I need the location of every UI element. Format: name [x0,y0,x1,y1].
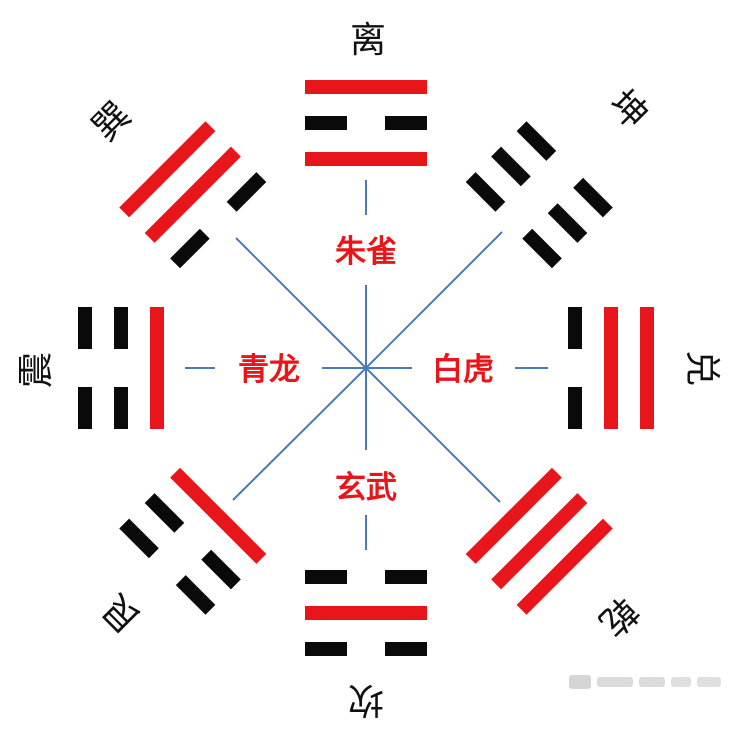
trigram-xun-line-2-yin-0 [170,228,210,269]
trigram-zhen [72,301,170,435]
trigram-qian-line-2-yang [465,467,562,564]
axis-diagonal-ul [235,237,367,369]
trigram-kan-line-2-yin-0 [385,570,427,584]
trigram-li-line-1-yin-0 [305,116,347,130]
trigram-qian-line-1-yang [491,493,588,590]
trigram-li [299,74,433,172]
trigram-label-qian: 乾 [591,589,645,643]
axis-diagonal-lr [365,367,501,503]
trigram-li-line-0-yang [305,80,427,94]
trigram-kun-line-0-yin-1 [573,177,613,218]
axis-lines [185,180,548,550]
trigram-zhen-line-0-yin-0 [78,387,92,429]
trigram-qian-line-0-yang [516,518,613,615]
trigram-label-gen: 艮 [95,586,149,640]
trigram-kan [299,564,433,662]
trigram-kan-line-0-yin-1 [305,642,347,656]
beast-label-zhuque: 朱雀 [335,234,397,270]
trigram-dui [562,301,660,435]
axis-diagonal-ur [365,231,503,369]
trigram-kun-line-1-yin-1 [547,203,588,243]
trigram-gen-line-0-yin-0 [175,575,216,615]
trigram-kun [457,112,622,277]
trigram-qian [457,459,622,624]
trigram-xun-line-2-yin-1 [226,172,267,212]
beast-label-baihu: 白虎 [432,352,494,388]
watermark-mark [569,675,721,689]
trigram-kan-line-1-yang [305,606,427,620]
trigram-dui-line-0-yang [640,307,654,429]
trigram-li-line-1-yin-1 [385,116,427,130]
trigram-zhen-line-1-yin-1 [114,307,128,349]
trigram-zhen-line-1-yin-0 [114,387,128,429]
trigram-kan-line-2-yin-1 [305,570,347,584]
trigram-kan-line-0-yin-0 [385,642,427,656]
trigram-gen-line-0-yin-1 [119,518,159,559]
trigram-dui-line-2-yin-1 [568,387,582,429]
trigram-kun-line-2-yin-1 [522,228,562,269]
trigram-gen-line-1-yin-1 [144,493,185,533]
trigram-zhen-line-0-yin-1 [78,307,92,349]
beast-label-xuanwu: 玄武 [335,470,397,506]
axis-diagonal-ll [232,367,367,501]
trigram-label-zhen: 震 [16,352,57,388]
trigram-dui-line-2-yin-0 [568,307,582,349]
trigram-label-li: 离 [350,20,386,61]
trigram-dui-line-1-yang [604,307,618,429]
trigram-xun-line-1-yang [144,146,241,243]
trigram-gen [110,459,275,624]
trigram-kun-line-2-yin-0 [465,172,506,212]
trigram-zhen-line-2-yang [150,307,164,429]
trigram-li-line-2-yang [305,152,427,166]
trigram-label-xun: 巽 [85,95,139,149]
trigram-gen-line-2-yang [170,467,267,564]
trigram-kun-line-1-yin-0 [491,146,531,187]
trigram-gen-line-1-yin-0 [201,549,241,590]
trigram-xun [110,112,275,277]
trigram-label-kan: 坎 [348,679,384,720]
trigram-layer [72,74,660,662]
trigram-xun-line-0-yang [119,121,216,218]
trigram-label-kun: 坤 [601,83,655,137]
trigram-kun-line-0-yin-0 [516,121,557,161]
beast-label-qinglong: 青龙 [238,352,300,388]
trigram-label-dui: 兑 [681,350,722,386]
